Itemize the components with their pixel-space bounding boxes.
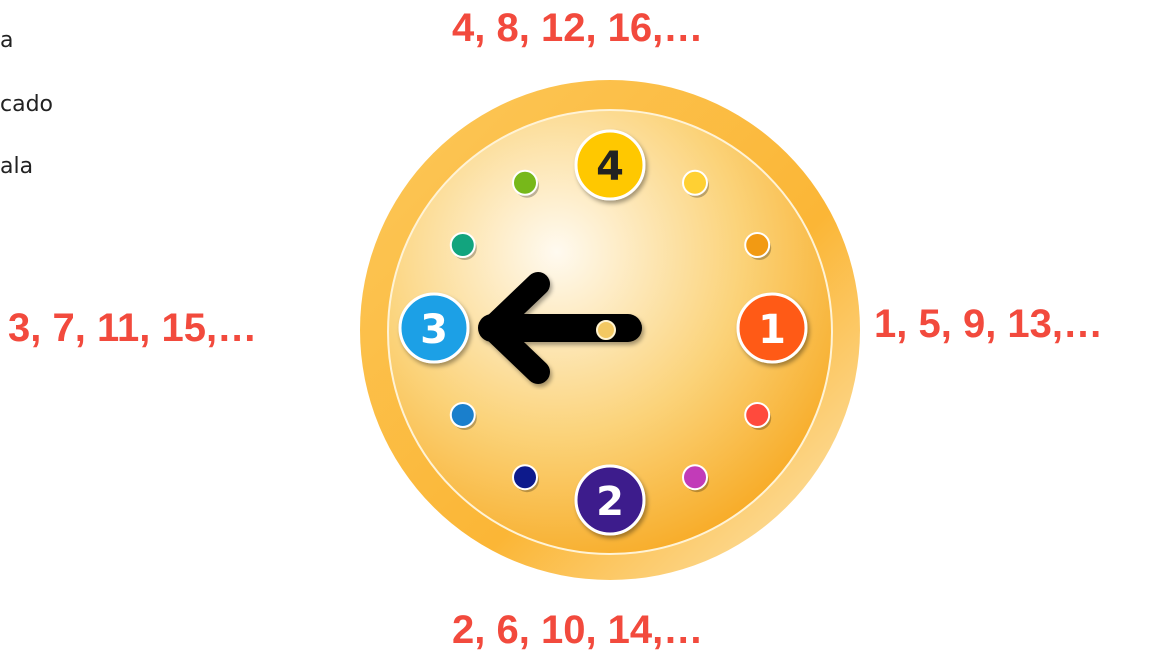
clock-dots [449,169,772,493]
sequence-top: 4, 8, 12, 16,… [452,6,704,50]
number-badge-left: 3 [398,292,470,364]
left-text-line-3: ala [0,154,34,179]
left-text-line-2: cado [0,92,54,117]
number-3: 3 [420,307,448,353]
clock-dot [449,232,476,258]
clock-dot [682,169,708,196]
clock: 4 1 2 3 [360,80,860,580]
clock-dot [682,464,708,491]
clock-dot [744,402,771,428]
clock-numbers: 4 1 2 3 [398,129,808,536]
clock-center-pin [596,320,616,340]
arrow-head [480,272,550,384]
clock-dot [512,169,538,196]
number-badge-right: 1 [736,292,808,364]
left-text-line-1: a [0,28,14,53]
clock-dot [512,464,538,491]
number-1: 1 [758,307,786,353]
sequence-right: 1, 5, 9, 13,… [874,302,1104,346]
clock-dot [744,232,771,258]
number-4: 4 [596,144,624,190]
number-badge-top: 4 [574,129,646,201]
sequence-bottom: 2, 6, 10, 14,… [452,608,704,652]
clock-dot [449,402,476,428]
number-badge-bottom: 2 [574,464,646,536]
sequence-left: 3, 7, 11, 15,… [8,306,258,350]
number-2: 2 [596,479,624,525]
